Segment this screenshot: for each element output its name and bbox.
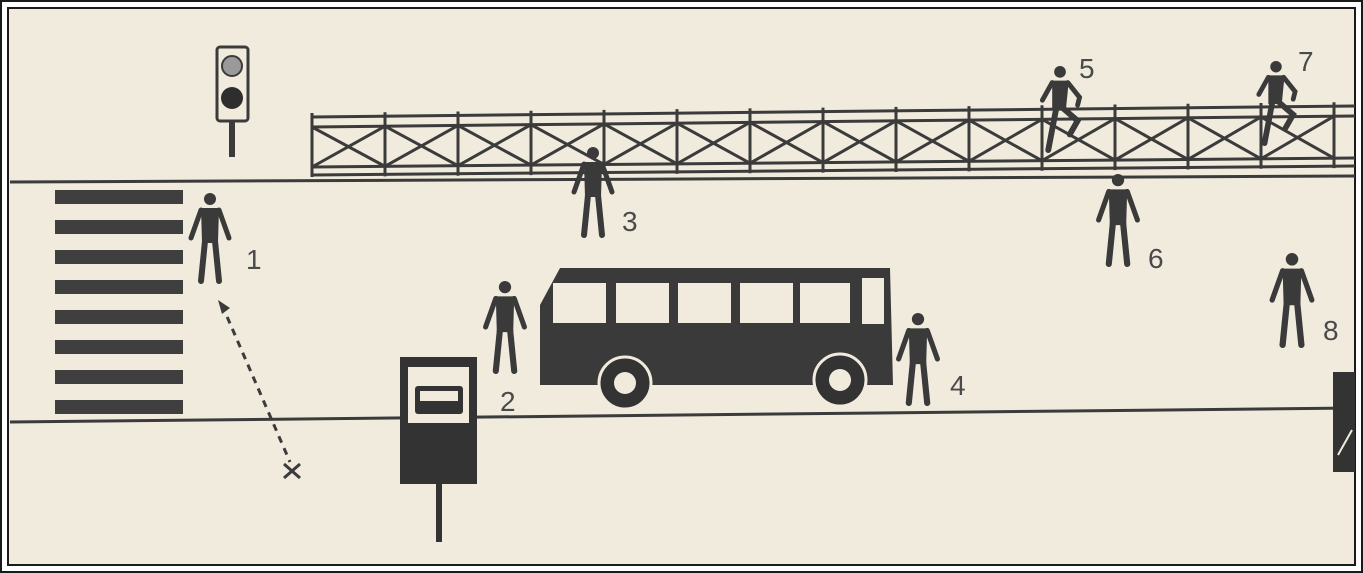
pedestrian-label-4: 4 [950, 370, 966, 401]
pedestrian-label-3: 3 [622, 206, 638, 237]
pedestrian-label-7: 7 [1298, 46, 1314, 77]
pedestrian-label-6: 6 [1148, 243, 1164, 274]
pedestrian-label-8: 8 [1323, 315, 1339, 346]
pedestrian-label-1: 1 [246, 244, 262, 275]
sign-fragment [1333, 372, 1355, 472]
pedestrian-label-2: 2 [500, 386, 516, 417]
pedestrian-label-5: 5 [1079, 53, 1095, 84]
